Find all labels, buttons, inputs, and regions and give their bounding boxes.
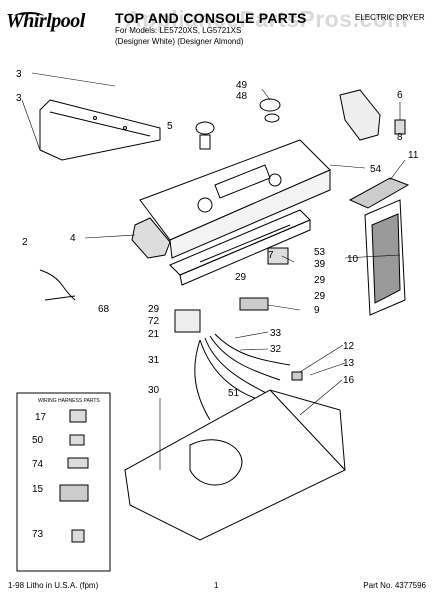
- callout-13: 13: [343, 358, 355, 369]
- callout-49: 49: [236, 80, 248, 91]
- callout-39: 39: [314, 259, 326, 270]
- callout-16: 16: [343, 375, 355, 386]
- terminal-block: [239, 297, 269, 311]
- callout-2: 2: [22, 237, 28, 248]
- timer-knob: [259, 98, 281, 123]
- color-line: (Designer White) (Designer Almond): [115, 37, 244, 46]
- leader-lines: [21, 72, 406, 470]
- callout-29a: 29: [235, 272, 247, 283]
- callout-29d: 29: [314, 291, 326, 302]
- callout-50: 50: [32, 435, 44, 446]
- switch-module: [267, 247, 289, 265]
- part-number: Part No. 4377596: [363, 581, 426, 590]
- callout-74: 74: [32, 459, 44, 470]
- callout-29c: 29: [148, 304, 160, 315]
- inset-part-15: [59, 484, 89, 502]
- callout-48: 48: [236, 91, 248, 102]
- callout-12: 12: [343, 341, 355, 352]
- callout-32: 32: [270, 344, 282, 355]
- inset-part-50: [69, 434, 85, 446]
- callout-68: 68: [98, 304, 110, 315]
- brand-logo: Whirlpool: [6, 10, 85, 33]
- harness-parts-inset: [16, 392, 111, 572]
- inset-part-73: [71, 529, 85, 543]
- model-line: For Models: LE5720XS, LG5721XS: [115, 26, 242, 35]
- callout-8: 8: [397, 132, 403, 143]
- page-number: 1: [214, 581, 219, 590]
- callout-54: 54: [370, 164, 382, 175]
- inset-title: WIRING HARNESS PARTS: [38, 398, 100, 404]
- callout-3b: 3: [16, 93, 22, 104]
- logo-swoosh: [14, 12, 44, 21]
- inset-part-74: [67, 457, 89, 469]
- inset-part-17: [69, 409, 87, 423]
- callout-51: 51: [228, 388, 240, 399]
- callout-21: 21: [148, 329, 160, 340]
- callout-6: 6: [397, 90, 403, 101]
- callout-15: 15: [32, 484, 44, 495]
- timer-module: [174, 309, 201, 333]
- control-knob: [195, 121, 215, 150]
- console-panel: [139, 139, 331, 259]
- callout-29b: 29: [314, 275, 326, 286]
- litho-line: 1-98 Litho in U.S.A. (fpm): [8, 581, 99, 590]
- wiring-harness: [194, 333, 291, 421]
- callout-3a: 3: [16, 69, 22, 80]
- mounting-rail: [169, 209, 311, 286]
- callout-7: 7: [268, 250, 274, 261]
- callout-33: 33: [270, 328, 282, 339]
- side-bracket: [339, 89, 406, 141]
- product-type: ELECTRIC DRYER: [355, 13, 425, 22]
- vent-frame: [364, 199, 406, 316]
- callout-9: 9: [314, 305, 320, 316]
- cabinet-top: [124, 389, 346, 541]
- rear-trim-strip: [39, 99, 161, 161]
- door-clip: [291, 371, 303, 381]
- callout-73: 73: [32, 529, 44, 540]
- callout-17: 17: [35, 412, 47, 423]
- callout-72: 72: [148, 316, 160, 327]
- callout-30: 30: [148, 385, 160, 396]
- callout-53: 53: [314, 247, 326, 258]
- page-title: TOP AND CONSOLE PARTS: [115, 10, 307, 26]
- end-cap: [131, 217, 171, 259]
- callout-11: 11: [408, 150, 419, 161]
- wire-part: [39, 269, 76, 301]
- watermark: AppliancePartsPros.com: [125, 6, 409, 32]
- callout-10: 10: [347, 254, 359, 265]
- callout-5: 5: [167, 121, 173, 132]
- callout-4: 4: [70, 233, 76, 244]
- callout-31: 31: [148, 355, 160, 366]
- top-panel-piece: [348, 177, 410, 209]
